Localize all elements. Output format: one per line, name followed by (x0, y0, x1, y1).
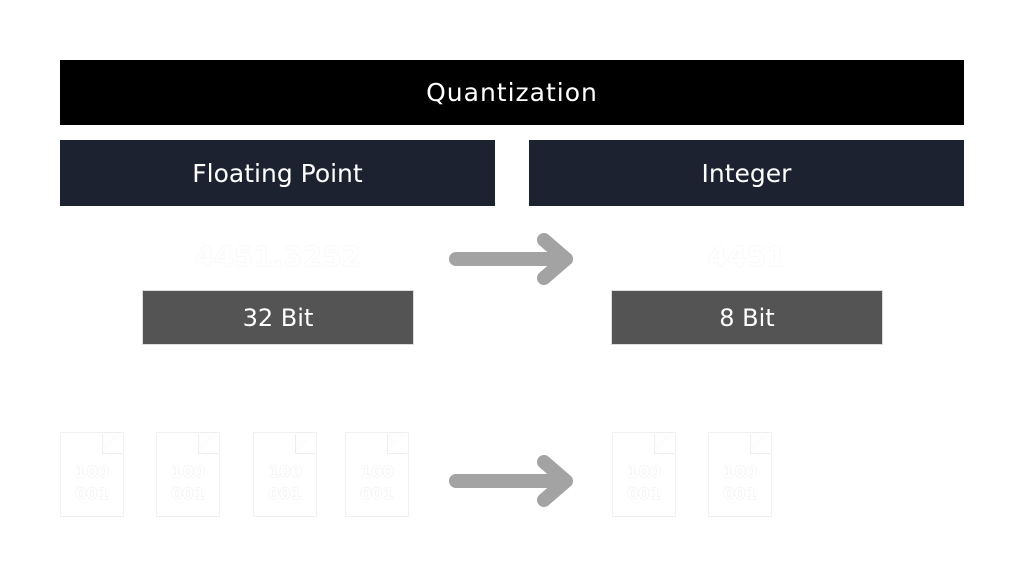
arrow-right-icon (449, 233, 573, 285)
title: Quantization (426, 78, 598, 107)
floating-point-header: Floating Point (60, 140, 495, 206)
arrow-right-icon (449, 455, 573, 507)
int-value: 4451 (708, 240, 786, 273)
32-bit-label: 32 Bit (242, 303, 314, 332)
8-bit-box: 8 Bit (611, 290, 883, 345)
32-bit-box: 32 Bit (142, 290, 414, 345)
title-bar: Quantization (60, 60, 964, 125)
integer-label: Integer (701, 158, 792, 188)
float-value: 4451.3252 (194, 240, 362, 273)
floating-point-label: Floating Point (192, 158, 363, 188)
8-bit-label: 8 Bit (719, 303, 775, 332)
integer-header: Integer (529, 140, 964, 206)
